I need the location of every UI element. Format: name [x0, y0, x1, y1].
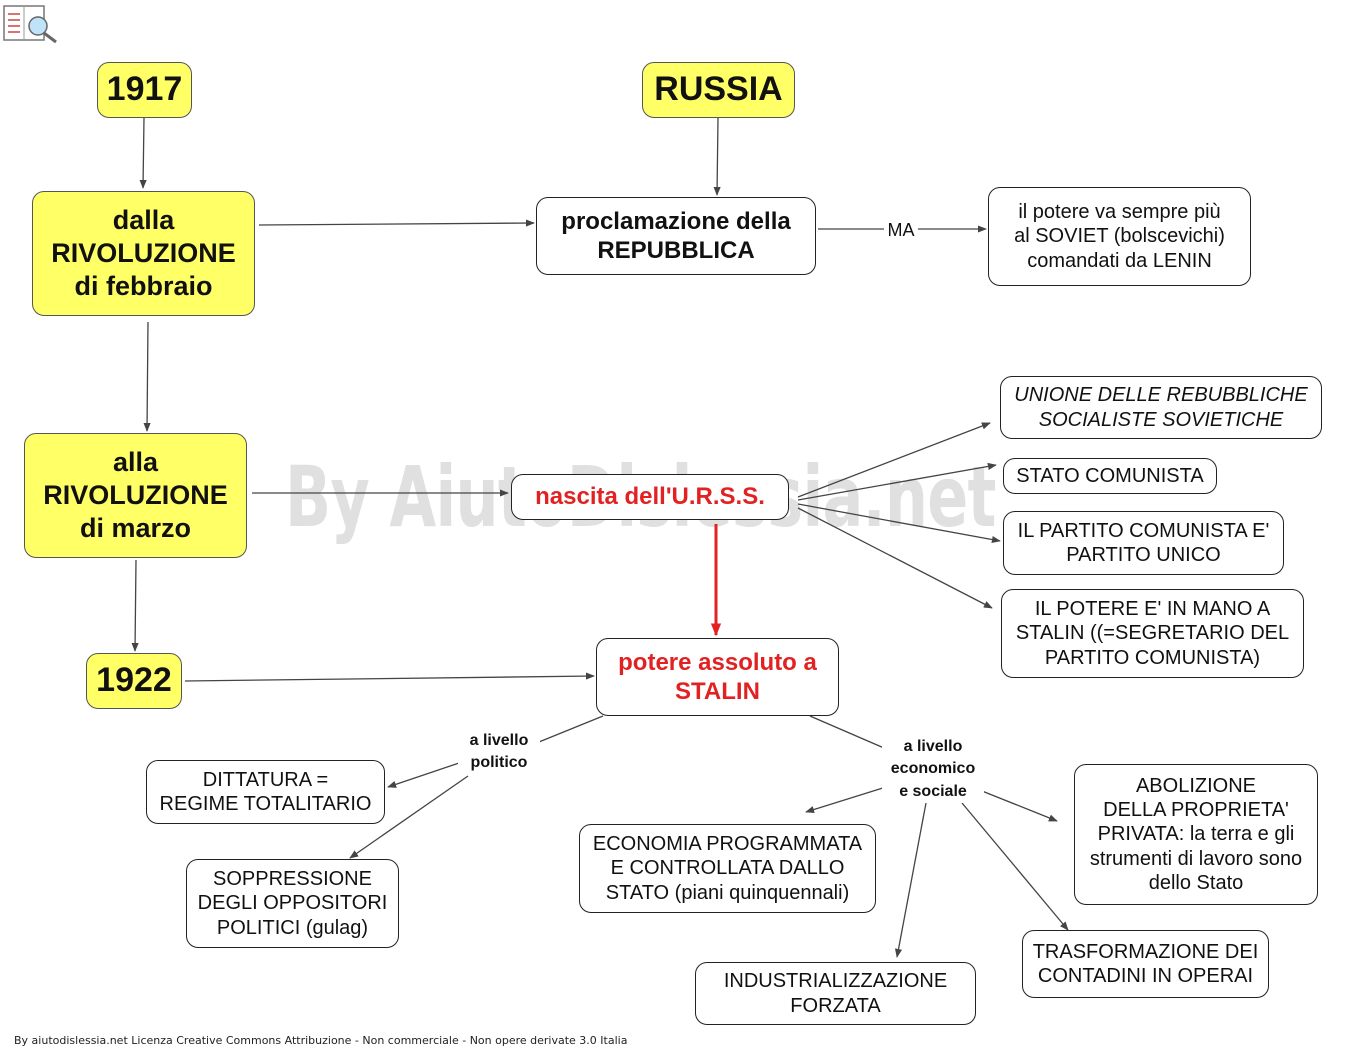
edge-label-livello-politico: a livello politico: [458, 730, 540, 775]
node-abolizione-proprieta: ABOLIZIONE DELLA PROPRIETA' PRIVATA: la …: [1074, 764, 1318, 905]
node-unione-repubbliche: UNIONE DELLE REBUBBLICHE SOCIALISTE SOVI…: [1000, 376, 1322, 439]
arrow-urss-partito: [797, 503, 1001, 544]
arrow-feb-marzo: [143, 321, 151, 432]
node-1922: 1922: [86, 653, 182, 709]
node-economia-programmata: ECONOMIA PROGRAMMATA E CONTROLLATA DALLO…: [579, 824, 876, 913]
node-potere-soviet: il potere va sempre più al SOVIET (bolsc…: [988, 187, 1251, 286]
arrow-feb-repubblica: [258, 219, 535, 227]
node-rivoluzione-marzo: alla RIVOLUZIONE di marzo: [24, 433, 247, 558]
arrow-economico-abolizione: [981, 790, 1058, 822]
edge-label-ma: MA: [884, 218, 918, 244]
arrow-urss-stato: [797, 462, 997, 501]
arrow-1922-stalin: [184, 672, 595, 682]
node-stato-comunista: STATO COMUNISTA: [1003, 458, 1217, 494]
node-soppressione-oppositori: SOPPRESSIONE DEGLI OPPOSITORI POLITICI (…: [186, 859, 399, 948]
logo-icon: [2, 2, 60, 44]
arrow-stalin-politico: [533, 715, 604, 745]
node-industrializzazione: INDUSTRIALIZZAZIONE FORZATA: [695, 962, 976, 1025]
arrow-economico-economia: [805, 786, 887, 814]
node-rivoluzione-febbraio: dalla RIVOLUZIONE di febbraio: [32, 191, 255, 316]
edge-label-livello-economico: a livello economico e sociale: [882, 736, 984, 804]
node-trasformazione-contadini: TRASFORMAZIONE DEI CONTADINI IN OPERAI: [1022, 930, 1269, 998]
node-potere-assoluto-stalin: potere assoluto a STALIN: [596, 638, 839, 716]
arrow-urss-potere: [797, 507, 993, 609]
arrow-politico-dittatura: [387, 761, 463, 788]
node-1917: 1917: [97, 62, 192, 118]
node-partito-unico: IL PARTITO COMUNISTA E' PARTITO UNICO: [1003, 511, 1284, 575]
node-russia: RUSSIA: [642, 62, 795, 118]
node-proclamazione-repubblica: proclamazione della REPUBBLICA: [536, 197, 816, 275]
arrow-urss-unione: [797, 422, 991, 498]
arrow-economico-trasformazione: [961, 802, 1069, 931]
arrow-politico-soppressione: [349, 775, 469, 859]
arrow-stalin-economico: [809, 715, 885, 749]
node-potere-stalin-segretario: IL POTERE E' IN MANO A STALIN ((=SEGRETA…: [1001, 589, 1304, 678]
license-footer: By aiutodislessia.net Licenza Creative C…: [14, 1034, 628, 1047]
arrow-russia-repubblica: [713, 117, 721, 196]
node-dittatura: DITTATURA = REGIME TOTALITARIO: [146, 760, 385, 824]
node-nascita-urss: nascita dell'U.R.S.S.: [511, 474, 789, 520]
arrow-1917-feb: [139, 117, 147, 189]
arrow-economico-industrializzazione: [894, 802, 927, 958]
arrow-marzo-1922: [131, 559, 139, 652]
